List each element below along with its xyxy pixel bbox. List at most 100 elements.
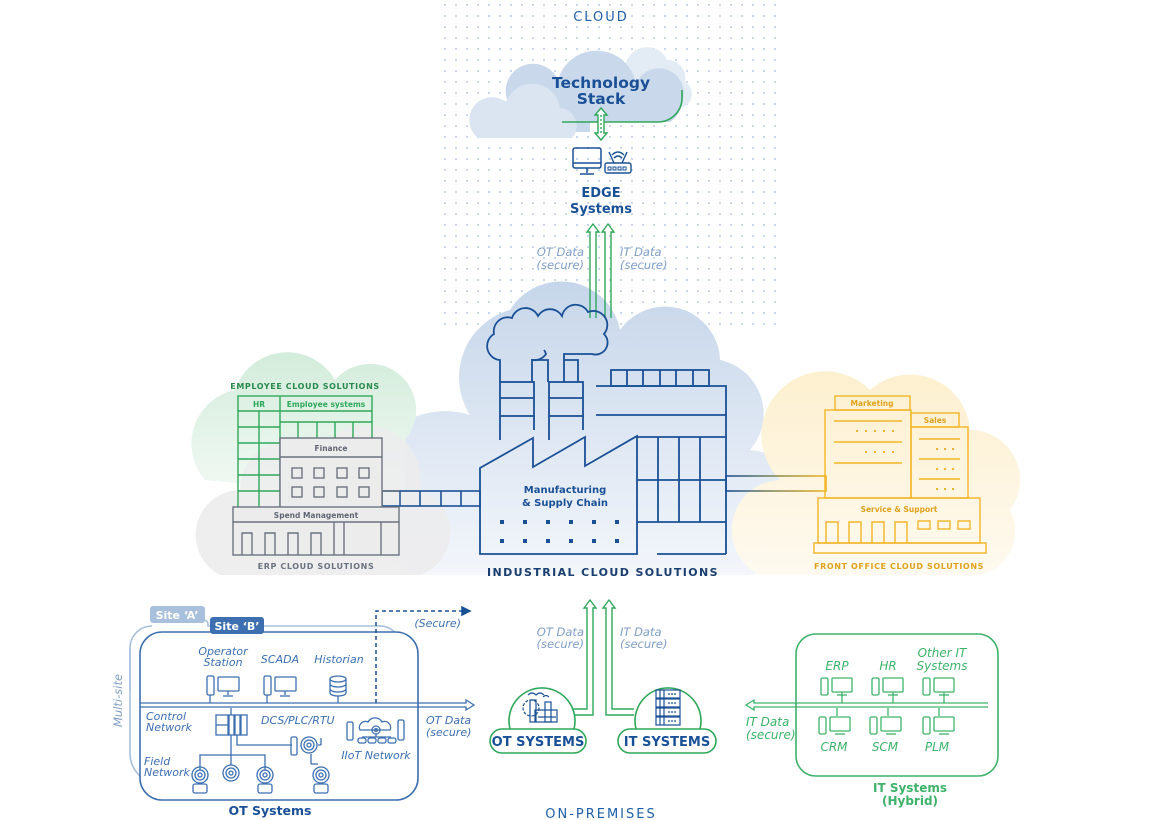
ot-factory-icon (522, 692, 558, 723)
site-a-tab[interactable] (150, 606, 205, 623)
it-hybrid-caption-line1: IT Systems (873, 781, 947, 795)
field-sensor-icons (191, 764, 330, 794)
lower-ot-data-label-line2: (secure) (537, 637, 584, 651)
historian-label: Historian (314, 653, 363, 666)
erp-cloud-caption: ERP CLOUD SOLUTIONS (258, 562, 375, 571)
operator-station-label-line1: Operator (198, 645, 249, 658)
it-other-label-line1: Other IT (918, 646, 968, 660)
factory-window-dots (500, 520, 619, 543)
it-server-icon (655, 689, 681, 726)
ot-systems-hub-pill[interactable] (489, 728, 587, 754)
other-it-computer-icon (922, 677, 955, 703)
site-b-tab-label: Site ‘B’ (215, 620, 260, 633)
scada-label: SCADA (261, 653, 299, 666)
site-b-tab[interactable] (210, 617, 264, 634)
field-sensor-3 (256, 766, 274, 794)
plm-computer-icon (922, 708, 955, 735)
erp-spend-label: Spend Management (274, 511, 359, 520)
hr-computer-icon (871, 677, 904, 703)
field-sensor-2 (222, 764, 240, 782)
iiot-network-icon (346, 717, 405, 744)
tech-stack-title-line2: Stack (577, 90, 626, 108)
edge-title-line2: Systems (570, 202, 632, 217)
lower-it-data-label-line1: IT Data (620, 625, 662, 639)
lower-ot-data-label-line1: OT Data (537, 625, 584, 639)
factory-label-line2: & Supply Chain (522, 498, 608, 509)
operator-station-computer-icon (206, 675, 240, 697)
site-b-frame (139, 631, 419, 801)
front-office-cloud-caption: FRONT OFFICE CLOUD SOLUTIONS (814, 562, 984, 571)
it-data-in-arrow (744, 698, 988, 712)
rtu-device-icon (290, 736, 322, 765)
erp-building-icon (232, 437, 400, 556)
operator-station-label-line2: Station (203, 656, 242, 669)
iiot-network-label: IIoT Network (341, 749, 411, 762)
ot-data-out-label-line2: (secure) (426, 726, 471, 739)
lower-it-data-label-line2: (secure) (620, 637, 667, 651)
upper-it-arrow (600, 222, 616, 318)
historian-database-icon (329, 675, 347, 697)
secure-label: (Secure) (414, 617, 461, 630)
monitor-icon (572, 147, 602, 175)
employee-systems-label: Employee systems (287, 400, 366, 409)
tech-stack-title-line1: Technology (552, 74, 650, 92)
front-office-service-label: Service & Support (861, 505, 938, 514)
cloud-zone-dots (436, 0, 778, 330)
ot-data-bus-arrow (140, 698, 476, 712)
control-network-label-line2: Network (146, 721, 193, 734)
employee-cloud-caption: EMPLOYEE CLOUD SOLUTIONS (230, 382, 380, 391)
front-office-marketing-label: Marketing (851, 399, 894, 408)
front-office-cloud-shape (731, 371, 1020, 575)
it-plm-label: PLM (925, 740, 950, 754)
secure-dashed-arrow (375, 605, 472, 703)
crm-computer-icon (818, 708, 851, 735)
lower-ot-arrow (572, 598, 598, 716)
it-other-label-line2: Systems (917, 659, 968, 673)
tech-stack-cloud (469, 47, 692, 138)
upper-it-data-label-line2: (secure) (620, 258, 667, 272)
multisite-label: Multi-site (111, 674, 125, 727)
ot-data-out-label-line1: OT Data (426, 714, 471, 727)
it-hybrid-frame (795, 633, 999, 777)
it-scm-label: SCM (872, 740, 899, 754)
control-network-label-line1: Control (146, 710, 186, 723)
field-network-label-line1: Field (144, 755, 171, 768)
it-hybrid-caption-line2: (Hybrid) (882, 794, 938, 808)
it-hr-label: HR (879, 659, 896, 673)
upper-ot-data-label-line1: OT Data (537, 245, 584, 259)
industrial-cloud-caption: INDUSTRIAL CLOUD SOLUTIONS (487, 566, 719, 579)
it-computer-icons-bottom (818, 708, 955, 735)
factory-label-line1: Manufacturing (524, 485, 607, 496)
ot-systems-caption: OT Systems (228, 803, 311, 818)
scm-computer-icon (869, 708, 902, 735)
it-erp-label: ERP (825, 659, 849, 673)
dcs-plc-rtu-label: DCS/PLC/RTU (261, 714, 335, 727)
it-data-in-label-line2: (secure) (746, 728, 796, 742)
erp-computer-icon (820, 677, 853, 703)
cloud-region-label: CLOUD (573, 10, 629, 25)
field-sensor-1 (191, 766, 209, 794)
field-network-label-line2: Network (144, 766, 191, 779)
it-systems-hub-label: IT SYSTEMS (624, 735, 710, 750)
field-sensor-4 (312, 766, 330, 794)
router-icon (604, 151, 632, 174)
it-data-in-label-line1: IT Data (746, 715, 789, 729)
it-systems-hub-pill[interactable] (617, 728, 717, 754)
employee-hr-label: HR (253, 400, 265, 409)
front-office-sales-label: Sales (924, 416, 947, 425)
upper-ot-data-label-line2: (secure) (537, 258, 584, 272)
industrial-cloud-shape (361, 281, 808, 576)
right-connector-bridge (725, 475, 827, 492)
front-office-building-icon (813, 395, 987, 554)
upper-it-data-label-line1: IT Data (620, 245, 662, 259)
upper-ot-arrow (585, 222, 601, 318)
dcs-plc-rack-icon (199, 708, 292, 770)
edge-title-line1: EDGE (581, 186, 620, 201)
erp-finance-label: Finance (315, 444, 348, 453)
site-a-tab-label: Site ‘A’ (156, 609, 199, 622)
on-premises-region-label: ON-PREMISES (545, 807, 657, 820)
lower-it-arrow (601, 598, 634, 716)
ot-hub-circle (508, 687, 576, 730)
factory-building-icon (479, 303, 727, 555)
